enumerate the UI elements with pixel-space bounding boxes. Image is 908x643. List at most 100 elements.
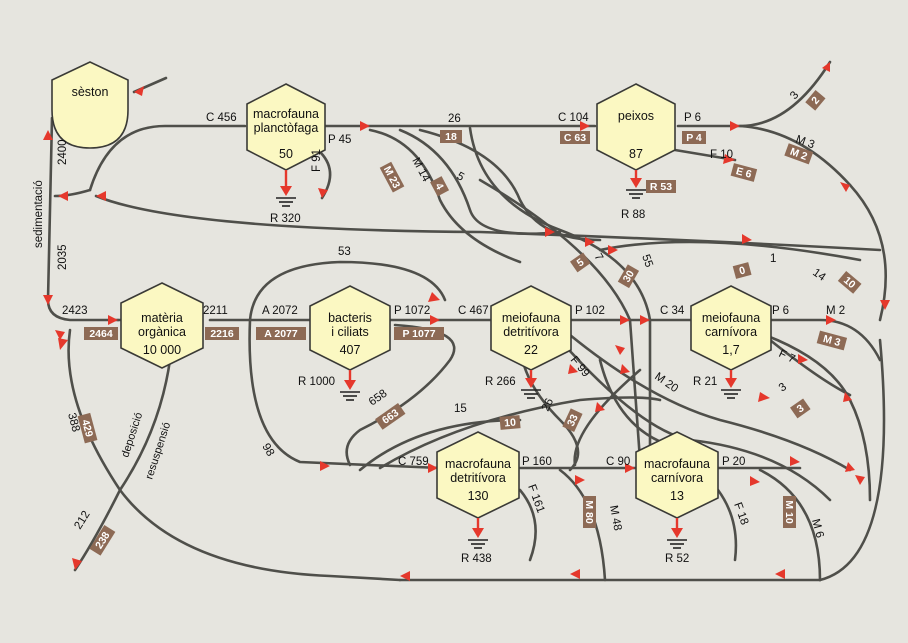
node-seston-name: sèston <box>72 85 109 99</box>
node-name-line1: macrofauna <box>445 457 511 471</box>
svg-text:0: 0 <box>738 264 747 277</box>
respiration-macrofauna-planctofaga: R 320 <box>270 170 301 225</box>
label-26: 26 <box>448 113 461 125</box>
svg-text:P 1077: P 1077 <box>402 328 435 340</box>
badge-3: 3 <box>790 398 811 419</box>
label-m6: M 6 <box>809 518 826 540</box>
badge-p1077: P 1077 <box>394 327 444 340</box>
label-resuspensio: resuspensió <box>143 421 173 481</box>
label-m20: M 20 <box>652 371 680 396</box>
label-26b: 26 <box>540 397 556 414</box>
respiration-macrofauna-carnivora: R 52 <box>665 518 689 565</box>
badge-2464: 2464 <box>84 327 118 340</box>
badge-a2077: A 2077 <box>256 327 306 340</box>
badge-429: 429 <box>77 412 98 444</box>
svg-text:A 2077: A 2077 <box>264 328 298 340</box>
svg-text:429: 429 <box>79 418 95 438</box>
label-14: 14 <box>810 267 828 285</box>
resp-label: R 21 <box>693 376 717 388</box>
svg-text:5: 5 <box>575 256 587 269</box>
respiration-outputs: R 320 R 88 R 1000 R 266 R 21 <box>270 170 741 565</box>
label-p20: P 20 <box>722 456 745 468</box>
node-value: 87 <box>629 147 643 161</box>
value-badges: 18 C 63 P 4 M 2 E 6 R 53 M 23 4 2 2464 2… <box>77 90 862 556</box>
badge-m2: M 2 <box>784 143 814 165</box>
node-name-line1: macrofauna <box>253 107 319 121</box>
respiration-meiofauna-detritivora: R 266 <box>485 370 541 399</box>
svg-text:C 63: C 63 <box>564 132 586 144</box>
svg-text:M 80: M 80 <box>583 500 595 524</box>
node-name-line2: detritívora <box>503 325 559 339</box>
badge-r53: R 53 <box>646 180 676 193</box>
label-98: 98 <box>259 442 276 459</box>
label-sedimentacio: sedimentació <box>33 180 45 248</box>
label-p1072: P 1072 <box>394 305 430 317</box>
svg-text:10: 10 <box>504 416 517 429</box>
node-name-line2: planctòfaga <box>254 121 319 135</box>
svg-text:M 10: M 10 <box>783 500 795 524</box>
svg-text:2464: 2464 <box>89 328 113 340</box>
badge-18: 18 <box>440 130 462 143</box>
resp-label: R 266 <box>485 376 516 388</box>
label-c34: C 34 <box>660 305 685 317</box>
label-p6b: P 6 <box>772 305 789 317</box>
label-c104: C 104 <box>558 112 589 124</box>
label-f91: F 91 <box>311 149 323 172</box>
badge-m3: M 3 <box>816 330 848 351</box>
node-macrofauna-carnivora: macrofauna carnívora 13 <box>635 431 719 519</box>
node-name: peixos <box>618 109 654 123</box>
label-m2: M 2 <box>826 305 845 317</box>
resp-label: R 88 <box>621 209 645 221</box>
node-materia-organica: matèria orgànica 10 000 <box>120 282 204 369</box>
badge-33: 33 <box>562 408 583 433</box>
badge-10: 10 <box>837 270 862 294</box>
badge-30: 30 <box>617 264 640 289</box>
badge-c63: C 63 <box>560 131 590 144</box>
label-15: 15 <box>454 403 467 415</box>
badge-e6: E 6 <box>730 163 758 182</box>
resp-label: R 1000 <box>298 376 335 388</box>
badge-10b: 10 <box>499 415 521 430</box>
label-f7: F 7 <box>777 348 797 366</box>
label-c467: C 467 <box>458 305 489 317</box>
node-name-line2: carnívora <box>705 325 757 339</box>
badge-4: 4 <box>430 176 450 197</box>
svg-text:R 53: R 53 <box>650 181 672 193</box>
node-value: 22 <box>524 343 538 357</box>
node-value: 407 <box>340 343 361 357</box>
badge-m80: M 80 <box>583 496 596 528</box>
label-2400: 2400 <box>57 139 69 165</box>
node-meiofauna-carnivora: meiofauna carnívora 1,7 <box>690 285 772 371</box>
node-meiofauna-detritivora: meiofauna detritívora 22 <box>490 285 572 371</box>
badge-5: 5 <box>570 252 591 273</box>
label-m14: M 14 <box>409 156 432 185</box>
label-53: 53 <box>338 246 351 258</box>
label-3b: 3 <box>777 381 789 395</box>
node-name-line2: i ciliats <box>331 325 369 339</box>
label-f10: F 10 <box>710 149 733 161</box>
label-658: 658 <box>367 388 390 409</box>
node-name-line1: bacteris <box>328 311 372 325</box>
svg-text:M 2: M 2 <box>788 146 809 163</box>
svg-text:33: 33 <box>565 412 581 428</box>
node-macrofauna-detritivora: macrofauna detritívora 130 <box>436 431 520 519</box>
resp-label: R 320 <box>270 213 301 225</box>
node-name-line1: matèria <box>141 311 183 325</box>
node-name-line1: macrofauna <box>644 457 710 471</box>
badge-m10: M 10 <box>783 496 796 528</box>
label-2423: 2423 <box>62 305 88 317</box>
badge-2: 2 <box>805 90 826 111</box>
svg-text:M 3: M 3 <box>822 333 842 349</box>
label-55: 55 <box>639 253 655 269</box>
badge-2216: 2216 <box>205 327 239 340</box>
node-name-line2: carnívora <box>651 471 703 485</box>
node-name-line1: meiofauna <box>702 311 760 325</box>
respiration-meiofauna-carnivora: R 21 <box>693 370 741 399</box>
label-1: 1 <box>770 253 776 265</box>
node-peixos: peixos 87 <box>596 83 676 171</box>
label-c90: C 90 <box>606 456 630 468</box>
badge-0: 0 <box>732 262 752 279</box>
node-value: 130 <box>468 489 489 503</box>
label-c456: C 456 <box>206 112 237 124</box>
